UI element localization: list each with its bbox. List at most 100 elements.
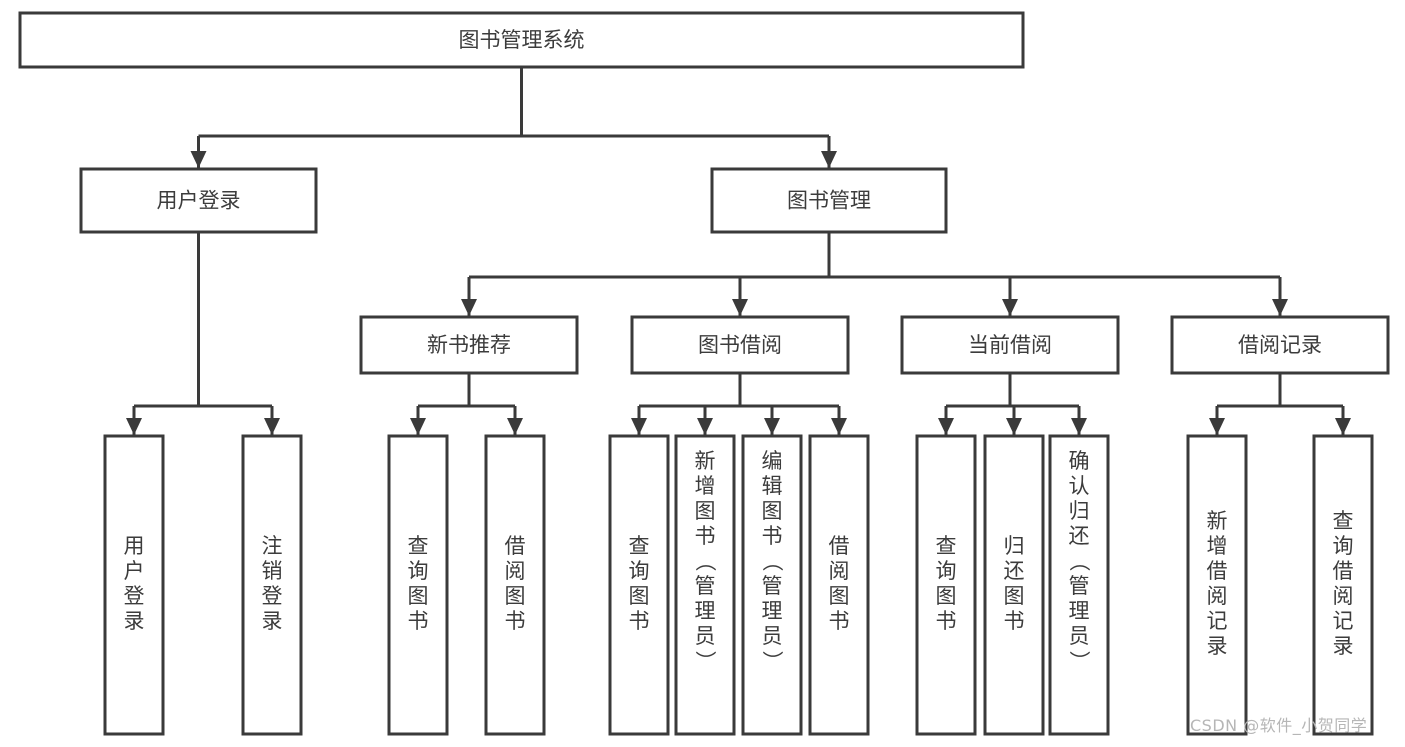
svg-text:借: 借 bbox=[505, 534, 526, 558]
arrow-head-icon bbox=[764, 418, 780, 435]
svg-text:销: 销 bbox=[262, 559, 283, 583]
node-box-leaf-edit-book bbox=[741, 434, 803, 736]
arrow-head-icon bbox=[631, 418, 647, 435]
svg-text:理: 理 bbox=[762, 599, 783, 623]
svg-text:阅: 阅 bbox=[829, 559, 850, 583]
node-box-leaf-user-logout bbox=[241, 434, 303, 736]
svg-text:员: 员 bbox=[762, 624, 783, 648]
node-box-book-borrow bbox=[630, 315, 850, 375]
node-label-root: 图书管理系统 bbox=[459, 28, 585, 52]
connector-borrow-record bbox=[1209, 373, 1351, 435]
node-box-leaf-query-book-borrow bbox=[608, 434, 670, 736]
arrow-head-icon bbox=[831, 418, 847, 435]
arrow-head-icon bbox=[821, 151, 837, 168]
svg-text:新: 新 bbox=[1207, 509, 1228, 533]
node-label-borrow-record: 借阅记录 bbox=[1238, 333, 1322, 357]
arrow-head-icon bbox=[1071, 418, 1087, 435]
connector-user-login bbox=[126, 232, 280, 435]
svg-text:录: 录 bbox=[124, 609, 145, 633]
svg-text:书: 书 bbox=[762, 524, 783, 548]
svg-text:）: ） bbox=[693, 651, 717, 672]
svg-text:查: 查 bbox=[408, 534, 429, 558]
arrow-head-icon bbox=[410, 418, 426, 435]
svg-text:登: 登 bbox=[124, 584, 145, 608]
svg-text:录: 录 bbox=[1333, 634, 1354, 658]
svg-text:书: 书 bbox=[936, 609, 957, 633]
arrow-head-icon bbox=[697, 418, 713, 435]
svg-text:户: 户 bbox=[124, 559, 145, 583]
node-box-leaf-confirm-return bbox=[1048, 434, 1110, 736]
node-box-borrow-record bbox=[1170, 315, 1390, 375]
arrow-head-icon bbox=[190, 151, 207, 168]
svg-text:阅: 阅 bbox=[505, 559, 526, 583]
svg-text:增: 增 bbox=[695, 474, 716, 498]
svg-text:借: 借 bbox=[829, 534, 850, 558]
svg-text:管: 管 bbox=[1069, 574, 1090, 598]
svg-text:编: 编 bbox=[762, 449, 783, 473]
svg-text:书: 书 bbox=[505, 609, 526, 633]
arrow-head-icon bbox=[1335, 418, 1351, 435]
node-box-leaf-query-borrow-record bbox=[1312, 434, 1374, 736]
node-root: 图书管理系统 bbox=[18, 11, 1025, 69]
node-label-new-book-recommend: 新书推荐 bbox=[427, 333, 511, 357]
node-borrow-record: 借阅记录 bbox=[1170, 315, 1390, 375]
node-box-current-borrow bbox=[900, 315, 1120, 375]
svg-text:增: 增 bbox=[1207, 534, 1228, 558]
svg-text:用: 用 bbox=[124, 534, 145, 558]
node-box-leaf-add-book bbox=[674, 434, 736, 736]
node-box-leaf-borrow-book bbox=[808, 434, 870, 736]
svg-text:图: 图 bbox=[408, 584, 429, 608]
svg-text:）: ） bbox=[1067, 651, 1091, 672]
node-box-root bbox=[18, 11, 1025, 69]
node-label-leaf-user-login: 用户登录 bbox=[124, 534, 145, 633]
svg-text:书: 书 bbox=[1004, 609, 1025, 633]
connector-book-management bbox=[461, 232, 1288, 316]
arrow-head-icon bbox=[938, 418, 954, 435]
svg-text:记: 记 bbox=[1207, 609, 1228, 633]
node-box-leaf-borrow-book-recommend bbox=[484, 434, 546, 736]
connector-new-book-recommend bbox=[410, 373, 523, 435]
svg-text:借: 借 bbox=[1333, 559, 1354, 583]
svg-text:归: 归 bbox=[1069, 499, 1090, 523]
connector-root bbox=[190, 67, 837, 168]
svg-text:）: ） bbox=[760, 651, 784, 672]
svg-text:阅: 阅 bbox=[1333, 584, 1354, 608]
svg-text:新: 新 bbox=[695, 449, 716, 473]
svg-text:图: 图 bbox=[629, 584, 650, 608]
node-box-leaf-return-book bbox=[983, 434, 1045, 736]
arrow-head-icon bbox=[461, 299, 477, 316]
node-box-new-book-recommend bbox=[359, 315, 579, 375]
svg-text:（: （ bbox=[760, 551, 784, 572]
svg-text:（: （ bbox=[1067, 551, 1091, 572]
node-box-leaf-add-borrow-record bbox=[1186, 434, 1248, 736]
svg-text:图: 图 bbox=[1004, 584, 1025, 608]
svg-text:管: 管 bbox=[762, 574, 783, 598]
svg-text:辑: 辑 bbox=[762, 474, 783, 498]
svg-text:记: 记 bbox=[1333, 609, 1354, 633]
node-book-management: 图书管理 bbox=[710, 167, 948, 234]
svg-text:登: 登 bbox=[262, 584, 283, 608]
arrow-head-icon bbox=[126, 418, 142, 435]
svg-text:书: 书 bbox=[829, 609, 850, 633]
svg-text:借: 借 bbox=[1207, 559, 1228, 583]
svg-text:员: 员 bbox=[1069, 624, 1090, 648]
svg-text:员: 员 bbox=[695, 624, 716, 648]
